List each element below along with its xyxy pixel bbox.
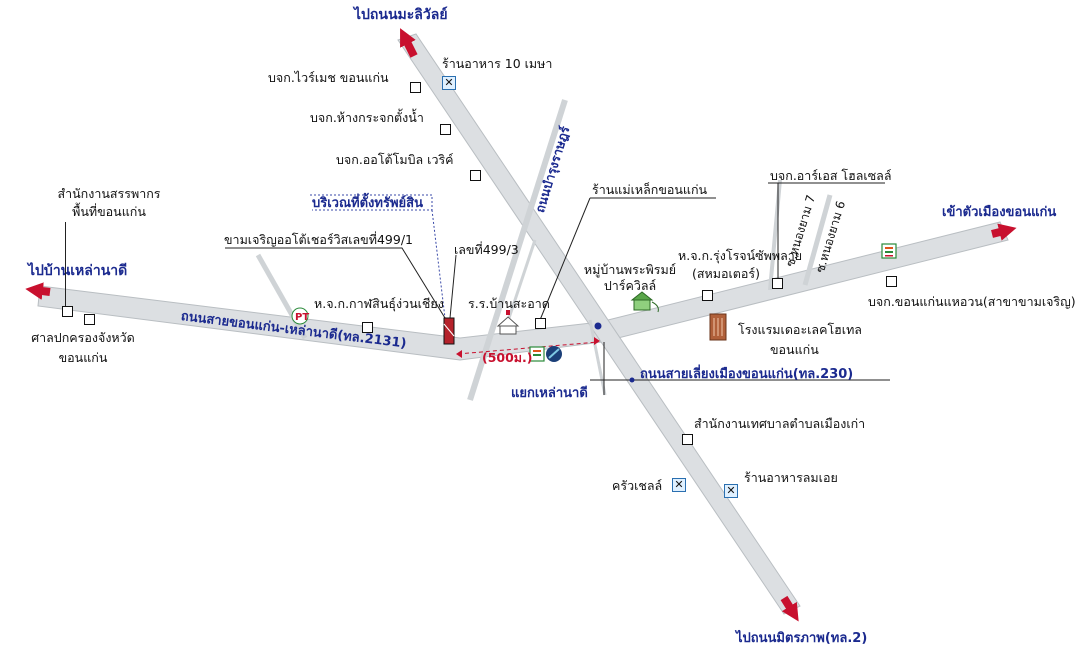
place-marker-magnet (535, 318, 546, 329)
revenue-pointer (65, 222, 66, 306)
place-marker-rungroj (702, 290, 713, 301)
label-to-city: เข้าตัวเมืองขอนแก่น (942, 205, 1057, 220)
distance-marker (456, 337, 600, 358)
place-marker-wiremesh (410, 82, 421, 93)
label-rungroj-1: ห.จ.ก.รุ่งโรจน์ซัพพลาย (678, 248, 803, 263)
seven-eleven-icon (881, 243, 897, 259)
label-revenue-office-2: พื้นที่ขอนแก่น (72, 204, 146, 219)
property-area-outline (310, 194, 446, 319)
school-icon (496, 310, 520, 335)
pointer-lines (225, 182, 890, 395)
arrow-to-maliwan (400, 28, 418, 58)
label-school: ร.ร.บ้านสะอาด (468, 296, 550, 311)
arrow-to-mittraphap (780, 595, 799, 622)
label-hotel-2: ขอนแก่น (770, 342, 819, 357)
road-2131 (37, 221, 1009, 361)
intersection-dot (594, 322, 602, 330)
place-marker-muni (682, 434, 693, 445)
svg-text:PT: PT (295, 312, 309, 323)
label-hotel-1: โรงแรมเดอะเลคโฮเทล (738, 322, 862, 337)
label-rungroj-2: (สหมอเตอร์) (692, 266, 760, 281)
label-krua-shell: ครัวเชลล์ (612, 478, 663, 493)
label-to-lao-na-di: ไปบ้านเหล่านาดี (28, 263, 128, 279)
restaurant-icon: ✕ (442, 76, 456, 90)
place-marker-automobile (470, 170, 481, 181)
place-marker-revenue (62, 306, 73, 317)
arrow-to-lao-na-di (25, 282, 51, 300)
direction-arrows (25, 28, 1017, 622)
place-marker-kasin (362, 322, 373, 333)
label-wiremesh: บจก.ไวร์เมช ขอนแก่น (268, 70, 389, 85)
label-restaurant-10-mesa: ร้านอาหาร 10 เมษา (442, 56, 553, 71)
label-road-230: ถนนสายเลี่ยงเมืองขอนแก่น(ทล.230) (640, 367, 854, 382)
place-marker-rs (772, 278, 783, 289)
restaurant-icon-lom-oei: ✕ (724, 484, 738, 498)
gas-station-icon (546, 346, 562, 362)
intersection-label: แยกเหล่านาดี (511, 386, 588, 401)
label-revenue-office-1: สำนักงานสรรพากร (57, 186, 161, 201)
place-marker-court (84, 314, 95, 325)
restaurant-icon-krua: ✕ (672, 478, 686, 492)
label-restaurant-lom-oei: ร้านอาหารลมเอย (744, 470, 838, 485)
label-lae-huan: บจก.ขอนแก่นแหอวน(สาขาขามเจริญ) (868, 294, 1076, 309)
property-marker (443, 317, 455, 345)
hotel-icon (709, 313, 727, 341)
label-rs-wholesale: บจก.อาร์เอส โฮลเซลล์ (770, 168, 892, 183)
label-court-1: ศาลปกครองจังหวัด (31, 330, 135, 345)
label-village-1: หมู่บ้านพระพิรมย์ (583, 262, 677, 277)
label-magnet-shop: ร้านแม่เหล็กขอนแก่น (592, 182, 708, 197)
label-to-maliwan: ไปถนนมะลิวัลย์ (354, 7, 448, 23)
place-marker-lae-huan (886, 276, 897, 287)
label-khamcharoen-auto: ขามเจริญออโต้เชอร์วิสเลขที่499/1 (224, 232, 413, 247)
label-to-mittraphap: ไปถนนมิตรภาพ(ทล.2) (736, 631, 868, 646)
pt-station-icon: PT (291, 307, 309, 325)
bypass-dot (629, 377, 635, 383)
label-kasin-pt: ห.จ.ก.กาฬสินธุ์ง่วนเชียง (314, 296, 444, 311)
arrow-to-city (991, 223, 1017, 241)
label-mirror-shop: บจก.ห้างกระจกตั้งน้ำ (310, 110, 424, 125)
distance-label: (500ม.) (482, 350, 533, 365)
label-muni-office: สำนักงานเทศบาลตำบลเมืองเก่า (694, 416, 866, 431)
village-icon (630, 291, 659, 313)
label-village-2: ปาร์ควิลล์ (603, 278, 657, 293)
label-automobile-works: บจก.ออโต้โมบิล เวริค์ (336, 152, 454, 167)
property-number-label: เลขที่499/3 (454, 242, 519, 257)
label-court-2: ขอนแก่น (58, 350, 108, 365)
place-marker-mirror (440, 124, 451, 135)
seven-eleven-icon-2 (529, 346, 545, 362)
property-area-label: บริเวณที่ตั้งทรัพย์สิน (312, 196, 423, 211)
